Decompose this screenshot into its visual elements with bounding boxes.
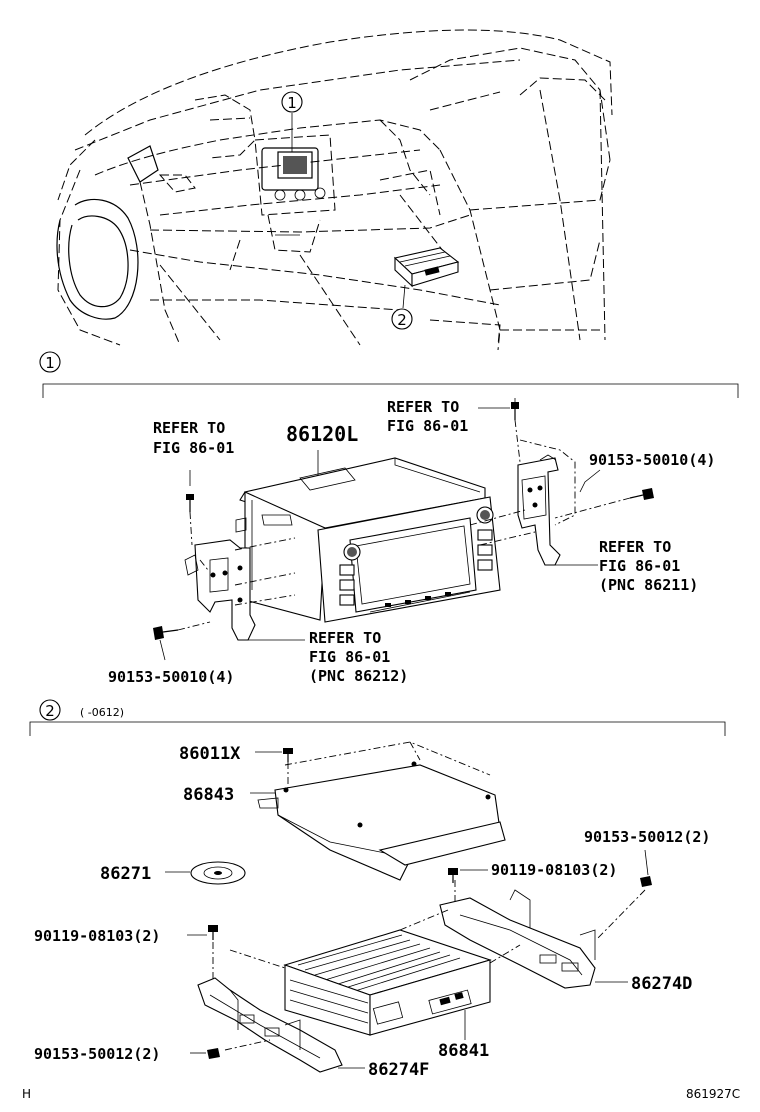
refer-right-line3: (PNC 86211) — [599, 576, 698, 594]
drawing-number: 861927C — [686, 1087, 740, 1101]
section-2-marker: 2 — [39, 699, 61, 721]
refer-bottom-line1: REFER TO — [309, 629, 381, 647]
svg-text:2: 2 — [45, 702, 55, 720]
bracket-86274f — [187, 925, 365, 1073]
refer-bottom-line3: (PNC 86212) — [309, 667, 408, 685]
refer-top-line1: REFER TO — [387, 398, 459, 416]
bolt-90153-50012-left-label: 90153-50012(2) — [34, 1045, 160, 1063]
callout-1-top: 1 — [281, 91, 303, 113]
svg-text:1: 1 — [45, 354, 55, 372]
bolt-90153-50010-left-label: 90153-50010(4) — [108, 668, 234, 686]
part-86843-label: 86843 — [183, 785, 234, 805]
refer-right-line2: FIG 86-01 — [599, 557, 680, 575]
section-1-bracket-line — [42, 383, 739, 398]
section-2-guide-lines — [229, 909, 521, 969]
callout-2-top: 2 — [391, 308, 413, 330]
part-86271-label: 86271 — [100, 864, 151, 884]
part-86011x-label: 86011X — [179, 744, 241, 764]
navigation-receiver-assembly — [235, 457, 501, 623]
bolt-90153-50012-right-label: 90153-50012(2) — [584, 828, 710, 846]
range-note: ( -0612) — [80, 706, 124, 719]
vehicle-interior-view — [56, 29, 613, 351]
map-disc — [165, 861, 246, 885]
svg-text:2: 2 — [397, 311, 407, 329]
refer-top-line2: FIG 86-01 — [387, 417, 468, 435]
refer-right-line1: REFER TO — [599, 538, 671, 556]
section-1-marker: 1 — [39, 351, 61, 373]
refer-left-line1: REFER TO — [153, 419, 225, 437]
part-86841-label: 86841 — [438, 1041, 489, 1061]
refer-left-line2: FIG 86-01 — [153, 439, 234, 457]
part-86120l-label: 86120L — [286, 422, 358, 446]
bolt-90153-50010-right-label: 90153-50010(4) — [589, 451, 715, 469]
part-86274d-label: 86274D — [631, 974, 692, 994]
bolt-90119-08103-right-label: 90119-08103(2) — [491, 861, 617, 879]
section-2-bracket-line — [29, 721, 726, 736]
bolt-90119-08103-left-label: 90119-08103(2) — [34, 927, 160, 945]
left-bracket — [184, 539, 256, 641]
navigation-ecu — [283, 929, 492, 1040]
ecu-cover — [257, 741, 506, 881]
refer-bottom-line2: FIG 86-01 — [309, 648, 390, 666]
part-86274f-label: 86274F — [368, 1060, 429, 1080]
bracket-86274d — [439, 849, 652, 989]
svg-text:1: 1 — [287, 94, 297, 112]
footer-left-code: H — [22, 1087, 31, 1101]
screw-86011x — [255, 748, 293, 788]
section-1-bolts — [153, 398, 654, 661]
